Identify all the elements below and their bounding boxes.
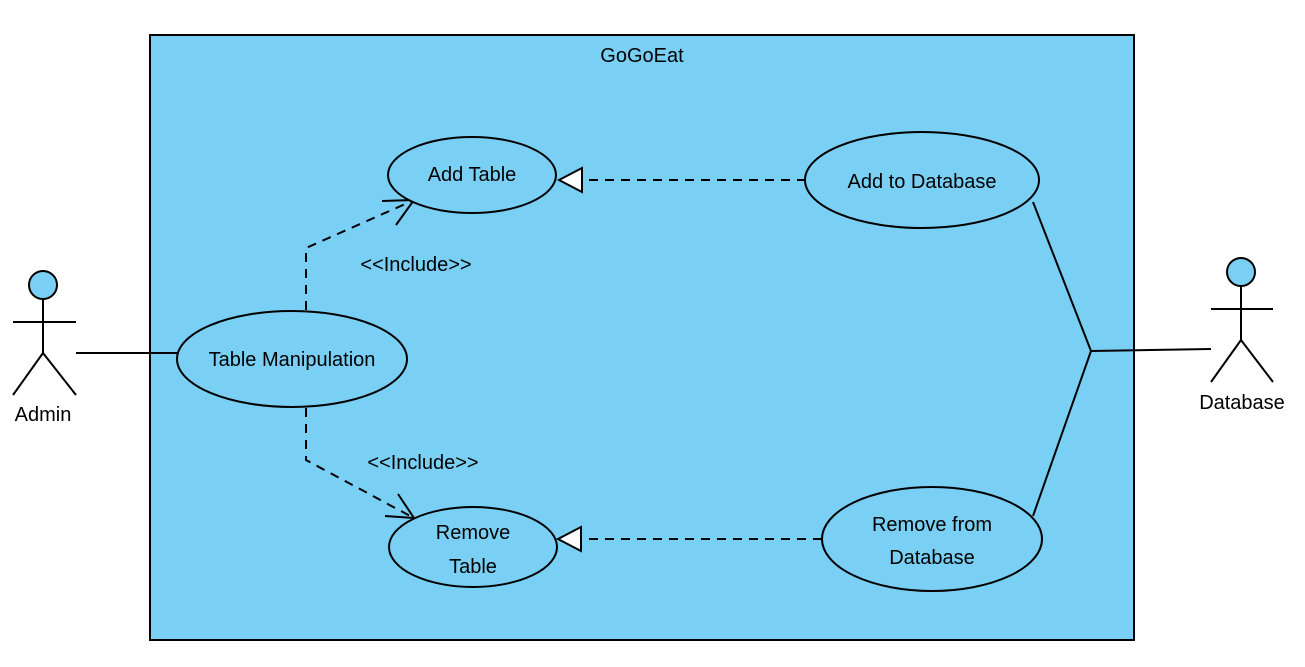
use-case-remove-table: Remove Table [388,506,558,588]
use-case-add-table-ellipse [387,136,557,214]
use-case-remove-table-label-line1: Remove [436,522,510,544]
include-label-top: <<Include>> [360,254,471,276]
include-arrow-remove-table [305,408,413,518]
use-case-add-to-database-ellipse [804,131,1040,229]
use-case-table-manipulation-label: Table Manipulation [209,349,376,371]
admin-actor: Admin [12,270,77,426]
admin-leg-left [12,352,44,396]
database-label: Database [1199,392,1285,414]
use-case-remove-table-label-line2: Table [449,556,497,578]
use-case-remove-from-database-label-line1: Remove from [872,514,992,536]
database-association [1090,348,1212,352]
system-title: GoGoEat [600,45,684,67]
generalization-arrowhead-remove [555,525,582,553]
use-case-add-table-label: Add Table [428,164,517,186]
database-actor: Database [1199,257,1285,414]
generalization-arrowhead-add [556,166,583,194]
database-association-remove [1032,350,1092,517]
database-leg-right [1240,339,1274,383]
admin-head [28,270,58,300]
use-case-table-manipulation-ellipse [176,310,408,408]
use-case-remove-from-database-ellipse [821,486,1043,592]
admin-label: Admin [15,404,72,426]
use-case-table-manipulation: Table Manipulation [176,310,408,408]
use-case-remove-table-ellipse [388,506,558,588]
database-association-add [1032,201,1092,352]
use-case-add-to-database-label: Add to Database [848,171,997,193]
admin-leg-right [42,352,77,396]
database-head [1226,257,1256,287]
use-case-remove-from-database: Remove from Database [821,486,1043,592]
use-case-remove-from-database-label-line2: Database [889,547,975,569]
use-case-add-to-database: Add to Database [804,131,1040,229]
include-label-bottom: <<Include>> [367,452,478,474]
include-arrow-add-table [305,200,413,310]
use-case-add-table: Add Table [387,136,557,214]
database-leg-left [1210,339,1242,383]
